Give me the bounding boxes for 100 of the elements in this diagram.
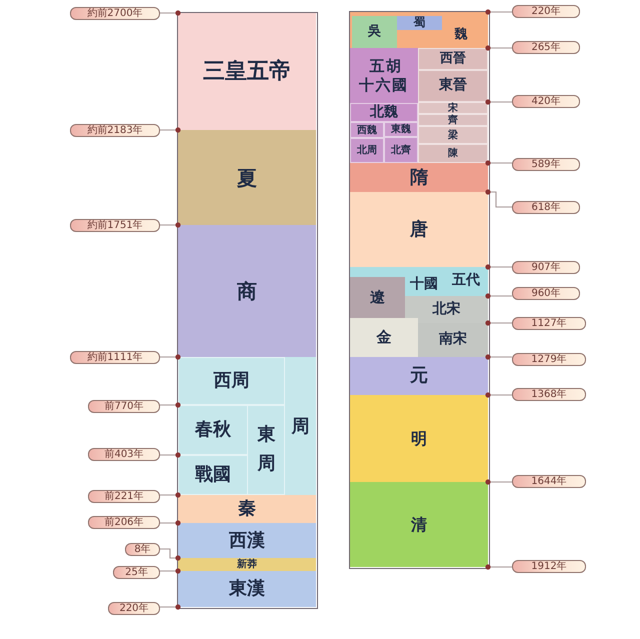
date-text: 前770年	[104, 400, 144, 412]
dynasty-name: 吳	[368, 24, 381, 40]
dynasty-block	[178, 13, 316, 130]
dynasty-name: 北周	[357, 145, 377, 156]
dynasty-block	[350, 192, 488, 267]
date-tag	[512, 260, 580, 274]
date-text: 前403年	[104, 448, 144, 460]
leader-line	[160, 548, 181, 561]
date-tag	[113, 566, 160, 578]
date-tag	[512, 158, 580, 170]
dynasty-block	[418, 48, 488, 70]
date-text: 220年	[119, 602, 149, 614]
date-tag	[512, 4, 580, 18]
dynasty-block	[350, 318, 418, 357]
date-tag	[512, 200, 580, 214]
date-tag	[70, 350, 160, 364]
leader-line	[160, 354, 181, 360]
leader-line	[160, 10, 181, 16]
date-text: 907年	[531, 262, 561, 272]
dynasty-block	[178, 357, 285, 405]
date-text: 1279年	[531, 354, 567, 364]
date-text: 589年	[531, 158, 561, 170]
dynasty-block	[350, 482, 488, 567]
dynasty-name: 明	[411, 430, 427, 448]
date-tag	[512, 388, 586, 400]
dynasty-block	[178, 405, 285, 495]
leader-line	[485, 479, 512, 485]
dynasty-name: 周	[292, 417, 310, 437]
dynasty-name: 西漢	[229, 530, 265, 550]
leader-line	[485, 160, 512, 166]
dynasty-block	[178, 130, 316, 225]
leader-line	[485, 320, 512, 326]
date-tag	[512, 474, 586, 488]
date-text: 1644年	[531, 476, 567, 486]
dynasty-name: 北宋	[432, 302, 460, 318]
leader-line	[160, 604, 181, 610]
date-text: 618年	[531, 202, 561, 212]
dynasty-block	[178, 455, 248, 495]
date-text: 420年	[531, 96, 561, 106]
date-tag	[512, 352, 586, 366]
date-tag	[512, 94, 580, 108]
dynasty-name: 元	[410, 366, 428, 386]
leader-line	[485, 293, 512, 299]
dynasty-name: 陳	[448, 148, 458, 159]
date-tag	[108, 602, 160, 614]
dynasty-name: 梁	[448, 130, 458, 140]
leader-line	[160, 492, 181, 498]
date-text: 約前1111年	[87, 352, 143, 362]
dynasty-name: 清	[411, 516, 427, 534]
dynasty-block	[418, 323, 488, 357]
date-tag	[88, 516, 160, 528]
dynasty-name: 東晉	[439, 78, 467, 94]
dynasty-block	[178, 523, 316, 558]
date-tag	[70, 6, 160, 20]
dynasty-name: 十國	[410, 277, 438, 293]
date-tag	[70, 124, 160, 136]
dynasty-name: 五代	[452, 273, 480, 289]
dynasty-name: 新莽	[237, 559, 257, 570]
dynasty-block	[178, 405, 248, 455]
leader-line	[485, 189, 512, 208]
dynasty-block	[178, 225, 316, 357]
dynasty-name: 西晉	[440, 52, 466, 66]
dynasty-name: 北魏	[370, 104, 398, 120]
date-text: 約前2183年	[87, 124, 143, 136]
dynasty-block	[397, 16, 442, 30]
leader-line	[160, 127, 181, 133]
dynasty-name: 東漢	[229, 579, 265, 599]
dynasty-block	[178, 495, 316, 523]
dynasty-block	[178, 571, 316, 607]
leader-line	[485, 45, 512, 51]
dynasty-name: 春秋	[195, 420, 231, 440]
leader-line	[160, 520, 181, 526]
leader-line	[485, 99, 512, 105]
leader-line	[485, 264, 512, 270]
date-text: 1912年	[531, 560, 567, 572]
date-tag	[512, 316, 586, 330]
dynasty-block	[384, 137, 418, 163]
dynasty-name: 戰國	[195, 465, 231, 485]
dynasty-name: 魏	[454, 28, 468, 42]
date-tag	[88, 490, 160, 502]
date-tag	[70, 218, 160, 232]
dynasty-name: 南宋	[439, 332, 467, 348]
leader-line	[485, 9, 512, 15]
dynasty-name: 金	[376, 329, 392, 346]
dynasty-block	[405, 296, 488, 323]
dynasty-name: 商	[237, 280, 257, 302]
date-text: 25年	[125, 566, 148, 578]
dynasty-block	[418, 126, 488, 144]
date-text: 220年	[531, 6, 561, 16]
dynasty-block	[350, 163, 488, 192]
date-text: 前221年	[104, 490, 144, 502]
dynasty-block	[350, 357, 488, 395]
date-text: 1368年	[531, 388, 567, 400]
dynasty-name: 西魏	[357, 124, 377, 136]
dynasty-block	[418, 70, 488, 102]
date-text: 8年	[134, 544, 151, 554]
date-text: 約前1751年	[87, 220, 143, 230]
date-tag	[512, 286, 580, 300]
date-tag	[88, 448, 160, 460]
dynasty-block	[405, 267, 488, 296]
